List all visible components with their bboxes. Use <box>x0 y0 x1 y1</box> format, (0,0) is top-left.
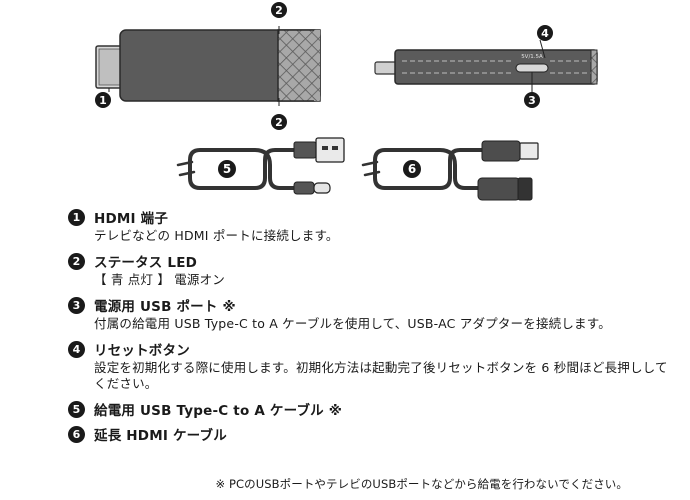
device-front-view <box>95 26 321 106</box>
label-badge-4: 4 <box>537 25 553 59</box>
component-description: 付属の給電用 USB Type-C to A ケーブルを使用して、USB-AC … <box>94 316 611 331</box>
component-title: 電源用 USB ポート ※ <box>94 299 236 315</box>
component-title: HDMI 端子 <box>94 211 169 227</box>
svg-text:2: 2 <box>275 4 283 17</box>
svg-text:5: 5 <box>223 162 231 176</box>
number-badge: 1 <box>68 208 85 226</box>
number-badge: 6 <box>68 425 85 443</box>
number-badge: 4 <box>68 340 85 358</box>
product-illustration: 2 2 1 5V/1.5A 4 3 <box>95 2 598 201</box>
component-title: 給電用 USB Type-C to A ケーブル ※ <box>94 403 343 419</box>
svg-text:1: 1 <box>99 94 107 107</box>
component-title: 延長 HDMI ケーブル <box>94 428 227 444</box>
component-item-5: 5 給電用 USB Type-C to A ケーブル ※ <box>68 398 668 420</box>
label-badge-6: 6 <box>403 160 421 178</box>
component-item-2: 2 ステータス LED 【 青 点灯 】 電源オン <box>68 250 668 294</box>
component-description: 設定を初期化する際に使用します。初期化方法は起動完了後リセットボタンを 6 秒間… <box>94 360 668 391</box>
number-badge: 2 <box>68 252 85 270</box>
label-badge-2-top: 2 <box>271 2 287 18</box>
usb-c-plug <box>293 181 331 195</box>
component-title: リセットボタン <box>94 343 190 359</box>
svg-text:6: 6 <box>408 162 416 176</box>
component-title: ステータス LED <box>94 255 198 271</box>
svg-text:2: 2 <box>275 116 283 129</box>
hdmi-female-plug <box>477 177 533 201</box>
component-item-1: 1 HDMI 端子 テレビなどの HDMI ポートに接続します。 <box>68 206 668 250</box>
side-hdmi-connector <box>374 61 398 75</box>
label-badge-1: 1 <box>95 88 111 108</box>
component-description: テレビなどの HDMI ポートに接続します。 <box>94 228 339 243</box>
usb-a-plug <box>293 137 345 163</box>
svg-text:3: 3 <box>528 94 536 107</box>
usb-c-to-a-cable <box>176 148 307 190</box>
footnote: ※ PCのUSBポートやテレビのUSBポートなどから給電を行わないでください。 <box>215 477 628 491</box>
component-item-4: 4 リセットボタン 設定を初期化する際に使用します。初期化方法は起動完了後リセッ… <box>68 338 668 398</box>
number-badge: 3 <box>68 296 85 314</box>
component-description: 【 青 点灯 】 電源オン <box>94 272 225 287</box>
component-item-6: 6 延長 HDMI ケーブル <box>68 423 668 445</box>
hdmi-extension-cable <box>361 148 490 190</box>
component-list: 1 HDMI 端子 テレビなどの HDMI ポートに接続します。 2 ステータス… <box>68 206 668 445</box>
device-grip <box>277 29 321 102</box>
hdmi-male-plug <box>481 140 539 162</box>
number-badge: 5 <box>68 400 85 418</box>
svg-text:5V/1.5A: 5V/1.5A <box>521 54 543 60</box>
device-side-view: 5V/1.5A <box>374 49 598 85</box>
component-item-3: 3 電源用 USB ポート ※ 付属の給電用 USB Type-C to A ケ… <box>68 294 668 338</box>
svg-text:4: 4 <box>541 27 549 40</box>
side-usb-c-port <box>515 63 549 73</box>
label-badge-3: 3 <box>524 72 540 108</box>
label-badge-2-bottom: 2 <box>271 114 287 130</box>
label-badge-5: 5 <box>218 160 236 178</box>
